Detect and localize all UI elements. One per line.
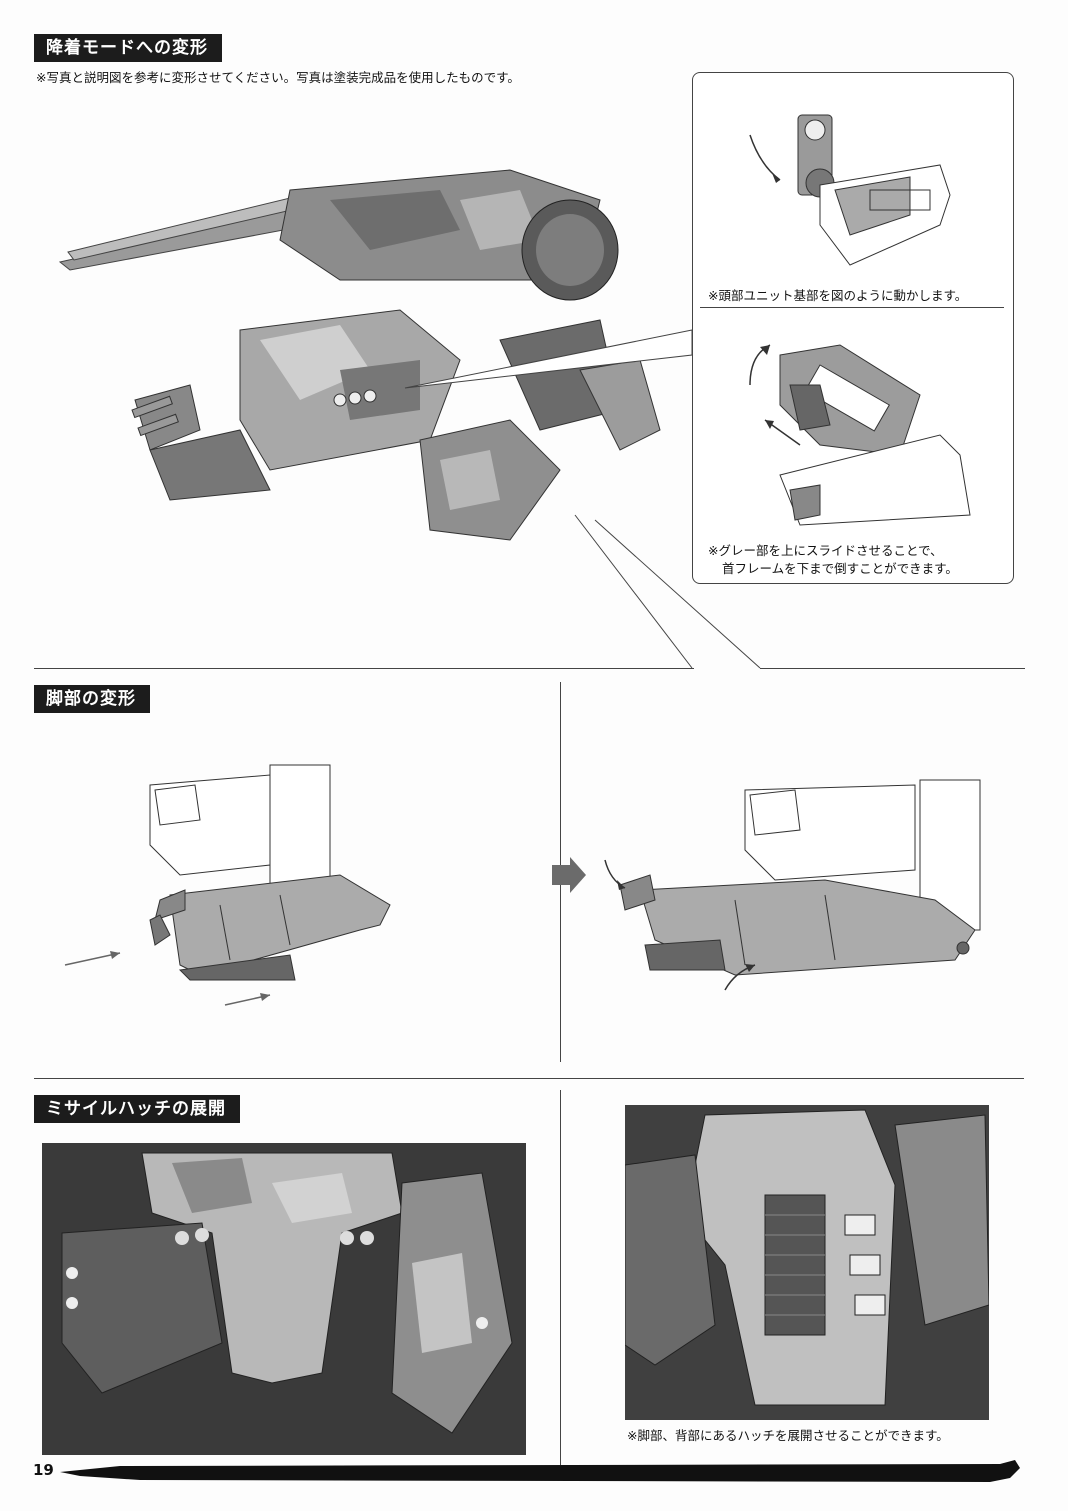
section-title-legs: 脚部の変形 — [34, 685, 150, 713]
neck-frame-diagram — [749, 344, 971, 526]
section-divider-2 — [34, 1078, 1024, 1079]
transition-arrow — [552, 857, 586, 893]
callout-2-note-line1: ※グレー部を上にスライドさせることで、 — [708, 543, 943, 558]
footer-brush-stroke — [60, 1460, 1020, 1482]
callout-2-note-line2: 首フレームを下まで倒すことができます。 — [722, 561, 958, 576]
missile-hatch-photo-right — [625, 1105, 989, 1420]
leg-diagram-after — [604, 779, 981, 991]
head-unit-base-diagram — [749, 114, 951, 266]
callout-1-note: ※頭部ユニット基部を図のように動かします。 — [708, 288, 968, 303]
callout-divider — [700, 307, 1004, 308]
missile-hatch-note: ※脚部、背部にあるハッチを展開させることができます。 — [627, 1428, 949, 1443]
section-divider-1-left — [34, 668, 694, 669]
missile-column-divider — [560, 1090, 561, 1465]
landing-mode-photo — [58, 169, 661, 541]
leg-diagram-before — [64, 764, 391, 1006]
intro-note: ※写真と説明図を参考に変形させてください。写真は塗装完成品を使用したものです。 — [36, 70, 520, 85]
section-divider-1-right — [760, 668, 1025, 669]
missile-hatch-photo-left — [42, 1143, 526, 1455]
section-title-landing-mode: 降着モードへの変形 — [34, 34, 222, 62]
callout-pointer — [404, 329, 761, 669]
page-number: 19 — [33, 1461, 54, 1479]
section-title-missile-hatch: ミサイルハッチの展開 — [34, 1095, 240, 1123]
